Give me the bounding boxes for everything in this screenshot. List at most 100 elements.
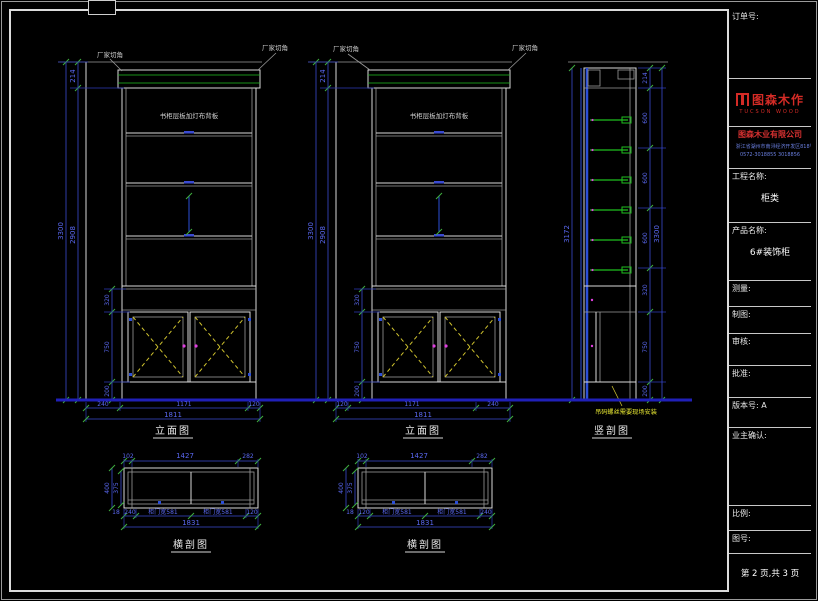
company-address-line1: 浙江省湖州市南浔经济开发区818号	[735, 144, 811, 150]
logo-name: 图森木作	[751, 92, 804, 107]
version-cell: 版本号: A	[729, 398, 811, 428]
dim-base-height: 200	[104, 385, 111, 397]
dim-base-height: 200	[354, 385, 361, 397]
corner-cut-note: 厂家切角	[512, 43, 538, 52]
dim-seg-6: 750	[642, 341, 649, 353]
install-note: 吊码螺丝需要现场安装	[595, 408, 657, 416]
dim-bottom-1: 120	[336, 401, 348, 408]
dim-crown-height: 214	[319, 69, 327, 83]
elevation-left-dims: 3300 214 2908 320 750 200 240 1171 120	[57, 58, 264, 439]
dim-seg-7: 200	[642, 385, 649, 397]
dim-bottom-2: 1171	[404, 401, 419, 408]
dim-upper-height: 320	[104, 294, 111, 306]
figure-number-label: 图号:	[732, 534, 751, 543]
shelf-note: 书柜层板加灯布背板	[410, 111, 469, 120]
door-handle	[194, 344, 198, 348]
scale-label: 比例:	[732, 509, 751, 518]
dim-plan-top-3: 282	[476, 453, 488, 460]
title-block: 订单号: 图森木作 TUCSON WOOD 图森木业有限公司 浙江省湖州市南浔经…	[727, 9, 811, 592]
section-caption: 竖剖图	[594, 424, 630, 437]
audit-cell: 审核:	[729, 334, 811, 366]
dim-plan-top-2: 1427	[410, 452, 428, 460]
base-section-hatch	[583, 381, 637, 401]
logo-cell: 图森木作 TUCSON WOOD	[729, 79, 811, 127]
corner-cut-note: 厂家切角	[97, 50, 123, 59]
crown-molding	[367, 69, 511, 89]
dim-bottom-3: 240	[487, 401, 499, 408]
dim-seg-2: 600	[642, 112, 649, 124]
dim-seg-5: 320	[642, 284, 649, 296]
scale-cell: 比例:	[729, 506, 811, 531]
dim-crown-height: 214	[69, 69, 77, 83]
dim-upper-height: 320	[354, 294, 361, 306]
dim-bottom-1: 240	[97, 401, 109, 408]
company-address-line2: 0572-3018855 3018856	[739, 152, 801, 158]
door-handle	[182, 344, 186, 348]
dim-bottom-total: 1811	[164, 411, 182, 419]
measure-cell: 测量:	[729, 281, 811, 307]
dim-plan-top-2: 1427	[176, 452, 194, 460]
dim-plan-top-1: 102	[122, 453, 134, 460]
page-indicator-cell: 第 2 页,共 3 页	[729, 554, 811, 592]
dim-plan-bottom-4: 240	[480, 509, 492, 516]
draft-cell: 制图:	[729, 307, 811, 334]
corner-cut-note: 厂家切角	[333, 44, 359, 53]
elevation-right-caption: 立面图	[405, 424, 441, 437]
dim-door-height: 750	[104, 341, 111, 353]
dim-plan-bottom-1: 120	[358, 509, 370, 516]
measure-label: 测量:	[732, 284, 751, 293]
plan-right-caption: 横剖图	[407, 538, 443, 551]
project-name-label: 工程名称:	[732, 172, 767, 181]
elevation-left-view: 书柜层板加灯布背板	[58, 61, 262, 400]
dim-plan-total: 1831	[182, 519, 200, 527]
corner-cut-note: 厂家切角	[262, 43, 288, 52]
product-name-cell: 产品名称: 6#装饰柜	[729, 223, 811, 281]
dim-plan-depth: 400	[104, 482, 111, 494]
draft-label: 制图:	[732, 310, 751, 319]
door-handle	[432, 344, 436, 348]
product-name-label: 产品名称:	[732, 226, 767, 235]
product-name-value: 6#装饰柜	[749, 248, 791, 258]
dim-seg-1: 214	[642, 72, 649, 84]
plan-left-view: 102 1427 282 400 375 18 240 柜门宽581 柜门宽58…	[104, 452, 262, 553]
elevation-right-view: 书柜层板加灯布背板	[308, 61, 512, 400]
dim-total-height: 3300	[307, 222, 315, 240]
dim-plan-top-3: 282	[242, 453, 254, 460]
dim-total-height: 3300	[57, 222, 65, 240]
dim-inner-height: 3172	[563, 225, 571, 243]
dim-body-height: 2908	[319, 226, 327, 244]
plan-left-caption: 横剖图	[173, 538, 209, 551]
dim-bottom-3: 120	[248, 401, 260, 408]
plan-right-view: 102 1427 282 400 375 18 120 柜门宽581 柜门宽58…	[338, 452, 496, 553]
dim-seg-3: 600	[642, 172, 649, 184]
section-shelves	[590, 116, 632, 274]
project-name-cell: 工程名称: 柜类	[729, 169, 811, 223]
tucson-logo-icon	[735, 92, 749, 106]
order-number-label: 订单号:	[732, 12, 759, 21]
dim-body-height: 2908	[69, 226, 77, 244]
version-label: 版本号: A	[732, 401, 767, 410]
figure-number-cell: 图号:	[729, 531, 811, 554]
fold-mark	[88, 0, 116, 15]
audit-label: 审核:	[732, 337, 751, 346]
dim-plan-total: 1831	[416, 519, 434, 527]
dim-plan-edge: 18	[346, 509, 354, 516]
dim-door-height: 750	[354, 341, 361, 353]
shelf-note: 书柜层板加灯布背板	[160, 111, 219, 120]
approve-cell: 批准:	[729, 366, 811, 398]
dim-door-width-1: 柜门宽581	[382, 508, 412, 516]
dim-plan-bottom-4: 120	[246, 509, 258, 516]
dim-plan-inner-depth: 375	[113, 482, 120, 494]
vertical-section-view: 吊码螺丝需要现场安装	[568, 61, 668, 416]
page-indicator: 第 2 页,共 3 页	[740, 569, 800, 579]
project-name-value: 柜类	[760, 194, 779, 204]
elevation-left-caption: 立面图	[155, 424, 191, 437]
dim-seg-4: 600	[642, 232, 649, 244]
company-name: 图森木业有限公司	[738, 130, 802, 139]
dim-section-total: 3300	[653, 225, 661, 243]
crown-molding	[117, 69, 261, 89]
vertical-section-dims: 3172 214 600 600 600 320 750 200 3300 竖剖…	[563, 64, 666, 439]
door-handle	[444, 344, 448, 348]
logo-subtitle: TUCSON WOOD	[739, 108, 801, 115]
drawing-area: 书柜层板加灯布背板 3300 214 2908 320 750 200	[56, 43, 692, 553]
